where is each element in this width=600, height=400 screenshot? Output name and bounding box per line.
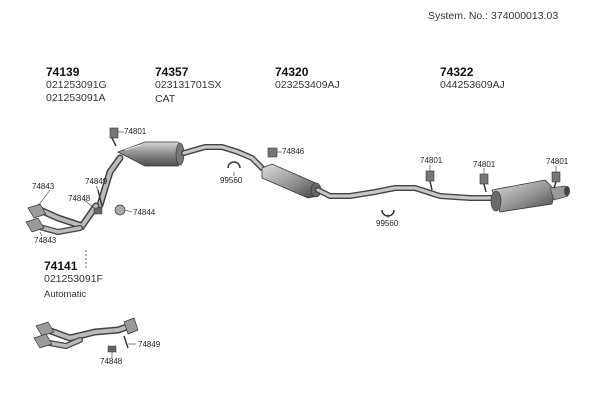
part-code: 021253091A xyxy=(46,92,106,104)
hanger-74801-d xyxy=(551,171,561,189)
part-note: CAT xyxy=(155,93,176,105)
manifold-74141 xyxy=(33,317,139,350)
callout-74801: 74801 xyxy=(473,160,496,169)
callout-74849: 74849 xyxy=(138,340,161,349)
catalytic-converter xyxy=(117,141,185,167)
flange-74844 xyxy=(114,204,126,216)
callout-74846: 74846 xyxy=(282,147,305,156)
callout-74848: 74848 xyxy=(100,357,123,366)
part-number-74139: 74139 xyxy=(46,65,80,79)
bolt-74848-a xyxy=(93,207,103,215)
callout-74843: 74843 xyxy=(34,236,57,245)
callout-74848: 74848 xyxy=(68,194,91,203)
bolt-74849-b xyxy=(123,335,129,349)
callout-74801: 74801 xyxy=(546,157,569,166)
middle-silencer xyxy=(261,163,498,201)
part-number-74322: 74322 xyxy=(440,65,474,79)
part-code: 023131701SX xyxy=(155,79,222,91)
hanger-74801-c xyxy=(479,173,489,193)
callout-74801: 74801 xyxy=(124,127,147,136)
manifold-74139 xyxy=(25,202,100,236)
leader-lines xyxy=(37,131,557,358)
hanger-74801-a xyxy=(109,127,119,147)
ring-99560-a xyxy=(227,161,241,169)
part-code: 021253091F xyxy=(44,273,103,285)
part-number-74320: 74320 xyxy=(275,65,309,79)
callout-74844: 74844 xyxy=(133,208,156,217)
part-note: Automatic xyxy=(44,289,87,300)
part-code: 021253091G xyxy=(46,79,107,91)
bolt-74848-b xyxy=(107,345,117,353)
part-code: 044253609AJ xyxy=(440,79,505,91)
part-code: 023253409AJ xyxy=(275,79,340,91)
callout-74843: 74843 xyxy=(32,182,55,191)
rear-silencer xyxy=(490,179,570,213)
front-pipe xyxy=(96,154,124,209)
bolt-74849-a xyxy=(97,189,103,207)
part-number-74141: 74141 xyxy=(44,259,78,273)
part-number-74357: 74357 xyxy=(155,65,189,79)
callout-74849: 74849 xyxy=(85,177,108,186)
callout-74801: 74801 xyxy=(420,156,443,165)
system-number: System. No.: 374000013.03 xyxy=(428,10,559,22)
callout-99560: 99560 xyxy=(220,176,243,185)
hanger-74801-b xyxy=(425,170,435,191)
intermediate-pipe xyxy=(181,144,265,171)
clamp-74846 xyxy=(267,147,278,158)
callout-99560: 99560 xyxy=(376,219,399,228)
